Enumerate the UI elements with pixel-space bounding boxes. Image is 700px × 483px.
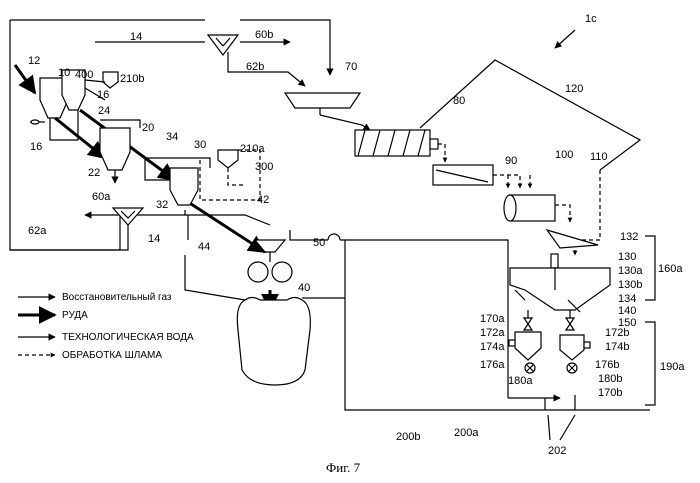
- melter-gasifier-40: [185, 265, 345, 385]
- figure-pointer-arrow: [555, 30, 575, 48]
- legend-text-reducing-gas: Восстановительный газ: [62, 292, 172, 303]
- label-14-bot: 14: [148, 233, 160, 245]
- tank-130: [510, 268, 610, 312]
- filter-90: [433, 165, 530, 188]
- label-70: 70: [345, 61, 357, 73]
- figure-caption: Фиг. 7: [326, 460, 361, 475]
- label-10: 10: [58, 67, 70, 79]
- label-34: 34: [166, 131, 178, 143]
- gas-loop-bottom: [10, 210, 270, 265]
- label-210a: 210a: [240, 143, 265, 155]
- label-62a: 62a: [28, 225, 47, 237]
- screen-132: [547, 230, 598, 268]
- label-176b: 176b: [595, 359, 619, 371]
- label-174b: 174b: [605, 341, 629, 353]
- pointer-202: [548, 415, 575, 440]
- vessel-180b: [560, 310, 590, 373]
- legend-text-process-water: ТЕХНОЛОГИЧЕСКАЯ ВОДА: [62, 332, 194, 343]
- label-62b: 62b: [246, 61, 264, 73]
- ore-line-c: [185, 200, 265, 252]
- label-130: 130: [618, 251, 636, 263]
- label-202: 202: [548, 445, 566, 457]
- label-134: 134: [618, 293, 636, 305]
- label-12: 12: [28, 55, 40, 67]
- label-200a: 200a: [454, 427, 479, 439]
- label-110: 110: [590, 151, 608, 163]
- label-42: 42: [257, 194, 269, 206]
- scrubber-60b: [208, 35, 238, 55]
- label-60a: 60a: [92, 191, 111, 203]
- label-400: 400: [75, 69, 93, 81]
- label-170a: 170a: [480, 313, 505, 325]
- label-32: 32: [156, 199, 168, 211]
- label-180a: 180a: [508, 375, 533, 387]
- label-160a: 160a: [658, 263, 683, 275]
- bracket-190a: [645, 322, 655, 405]
- legend-text-sludge: ОБРАБОТКА ШЛАМА: [62, 350, 162, 361]
- label-210b: 210b: [120, 73, 144, 85]
- label-60b: 60b: [255, 29, 273, 41]
- label-170b: 170b: [598, 387, 622, 399]
- settling-tank-70: [285, 93, 360, 115]
- legend: Восстановительный газ РУДА ТЕХНОЛОГИЧЕСК…: [18, 292, 194, 361]
- water-line-200: [290, 230, 650, 410]
- label-190a: 190a: [660, 361, 685, 373]
- label-120: 120: [565, 83, 583, 95]
- ore-feed-12: [15, 65, 35, 93]
- label-figure-id: 1c: [585, 13, 597, 25]
- label-90: 90: [505, 155, 517, 167]
- legend-text-ore: РУДА: [62, 310, 88, 321]
- funnel-42: [255, 240, 285, 262]
- label-14-top: 14: [130, 31, 142, 43]
- label-30: 30: [194, 139, 206, 151]
- label-80: 80: [453, 95, 465, 107]
- label-16-a: 16: [97, 89, 109, 101]
- roller-press-50: [248, 262, 292, 282]
- label-172a: 172a: [480, 327, 505, 339]
- label-172b: 172b: [605, 327, 629, 339]
- label-50: 50: [313, 237, 325, 249]
- label-140: 140: [618, 305, 636, 317]
- label-180b: 180b: [598, 373, 622, 385]
- label-22: 22: [88, 167, 100, 179]
- label-24: 24: [98, 105, 110, 117]
- label-16-b: 16: [30, 141, 42, 153]
- label-130a: 130a: [618, 265, 643, 277]
- drum-100: [504, 195, 570, 222]
- label-300: 300: [255, 161, 273, 173]
- label-132: 132: [620, 231, 638, 243]
- label-200b: 200b: [396, 431, 420, 443]
- label-44: 44: [198, 241, 210, 253]
- bracket-160a: [645, 236, 655, 300]
- label-174a: 174a: [480, 341, 505, 353]
- vessel-180a: [509, 310, 541, 373]
- scrubber-60a: [113, 208, 143, 225]
- label-176a: 176a: [480, 359, 505, 371]
- label-40: 40: [298, 282, 310, 294]
- label-130b: 130b: [618, 279, 642, 291]
- label-20: 20: [142, 122, 154, 134]
- labels: 12 10 400 210b 14 60b 62b 70 120 80 16 2…: [28, 13, 685, 457]
- label-100: 100: [555, 149, 573, 161]
